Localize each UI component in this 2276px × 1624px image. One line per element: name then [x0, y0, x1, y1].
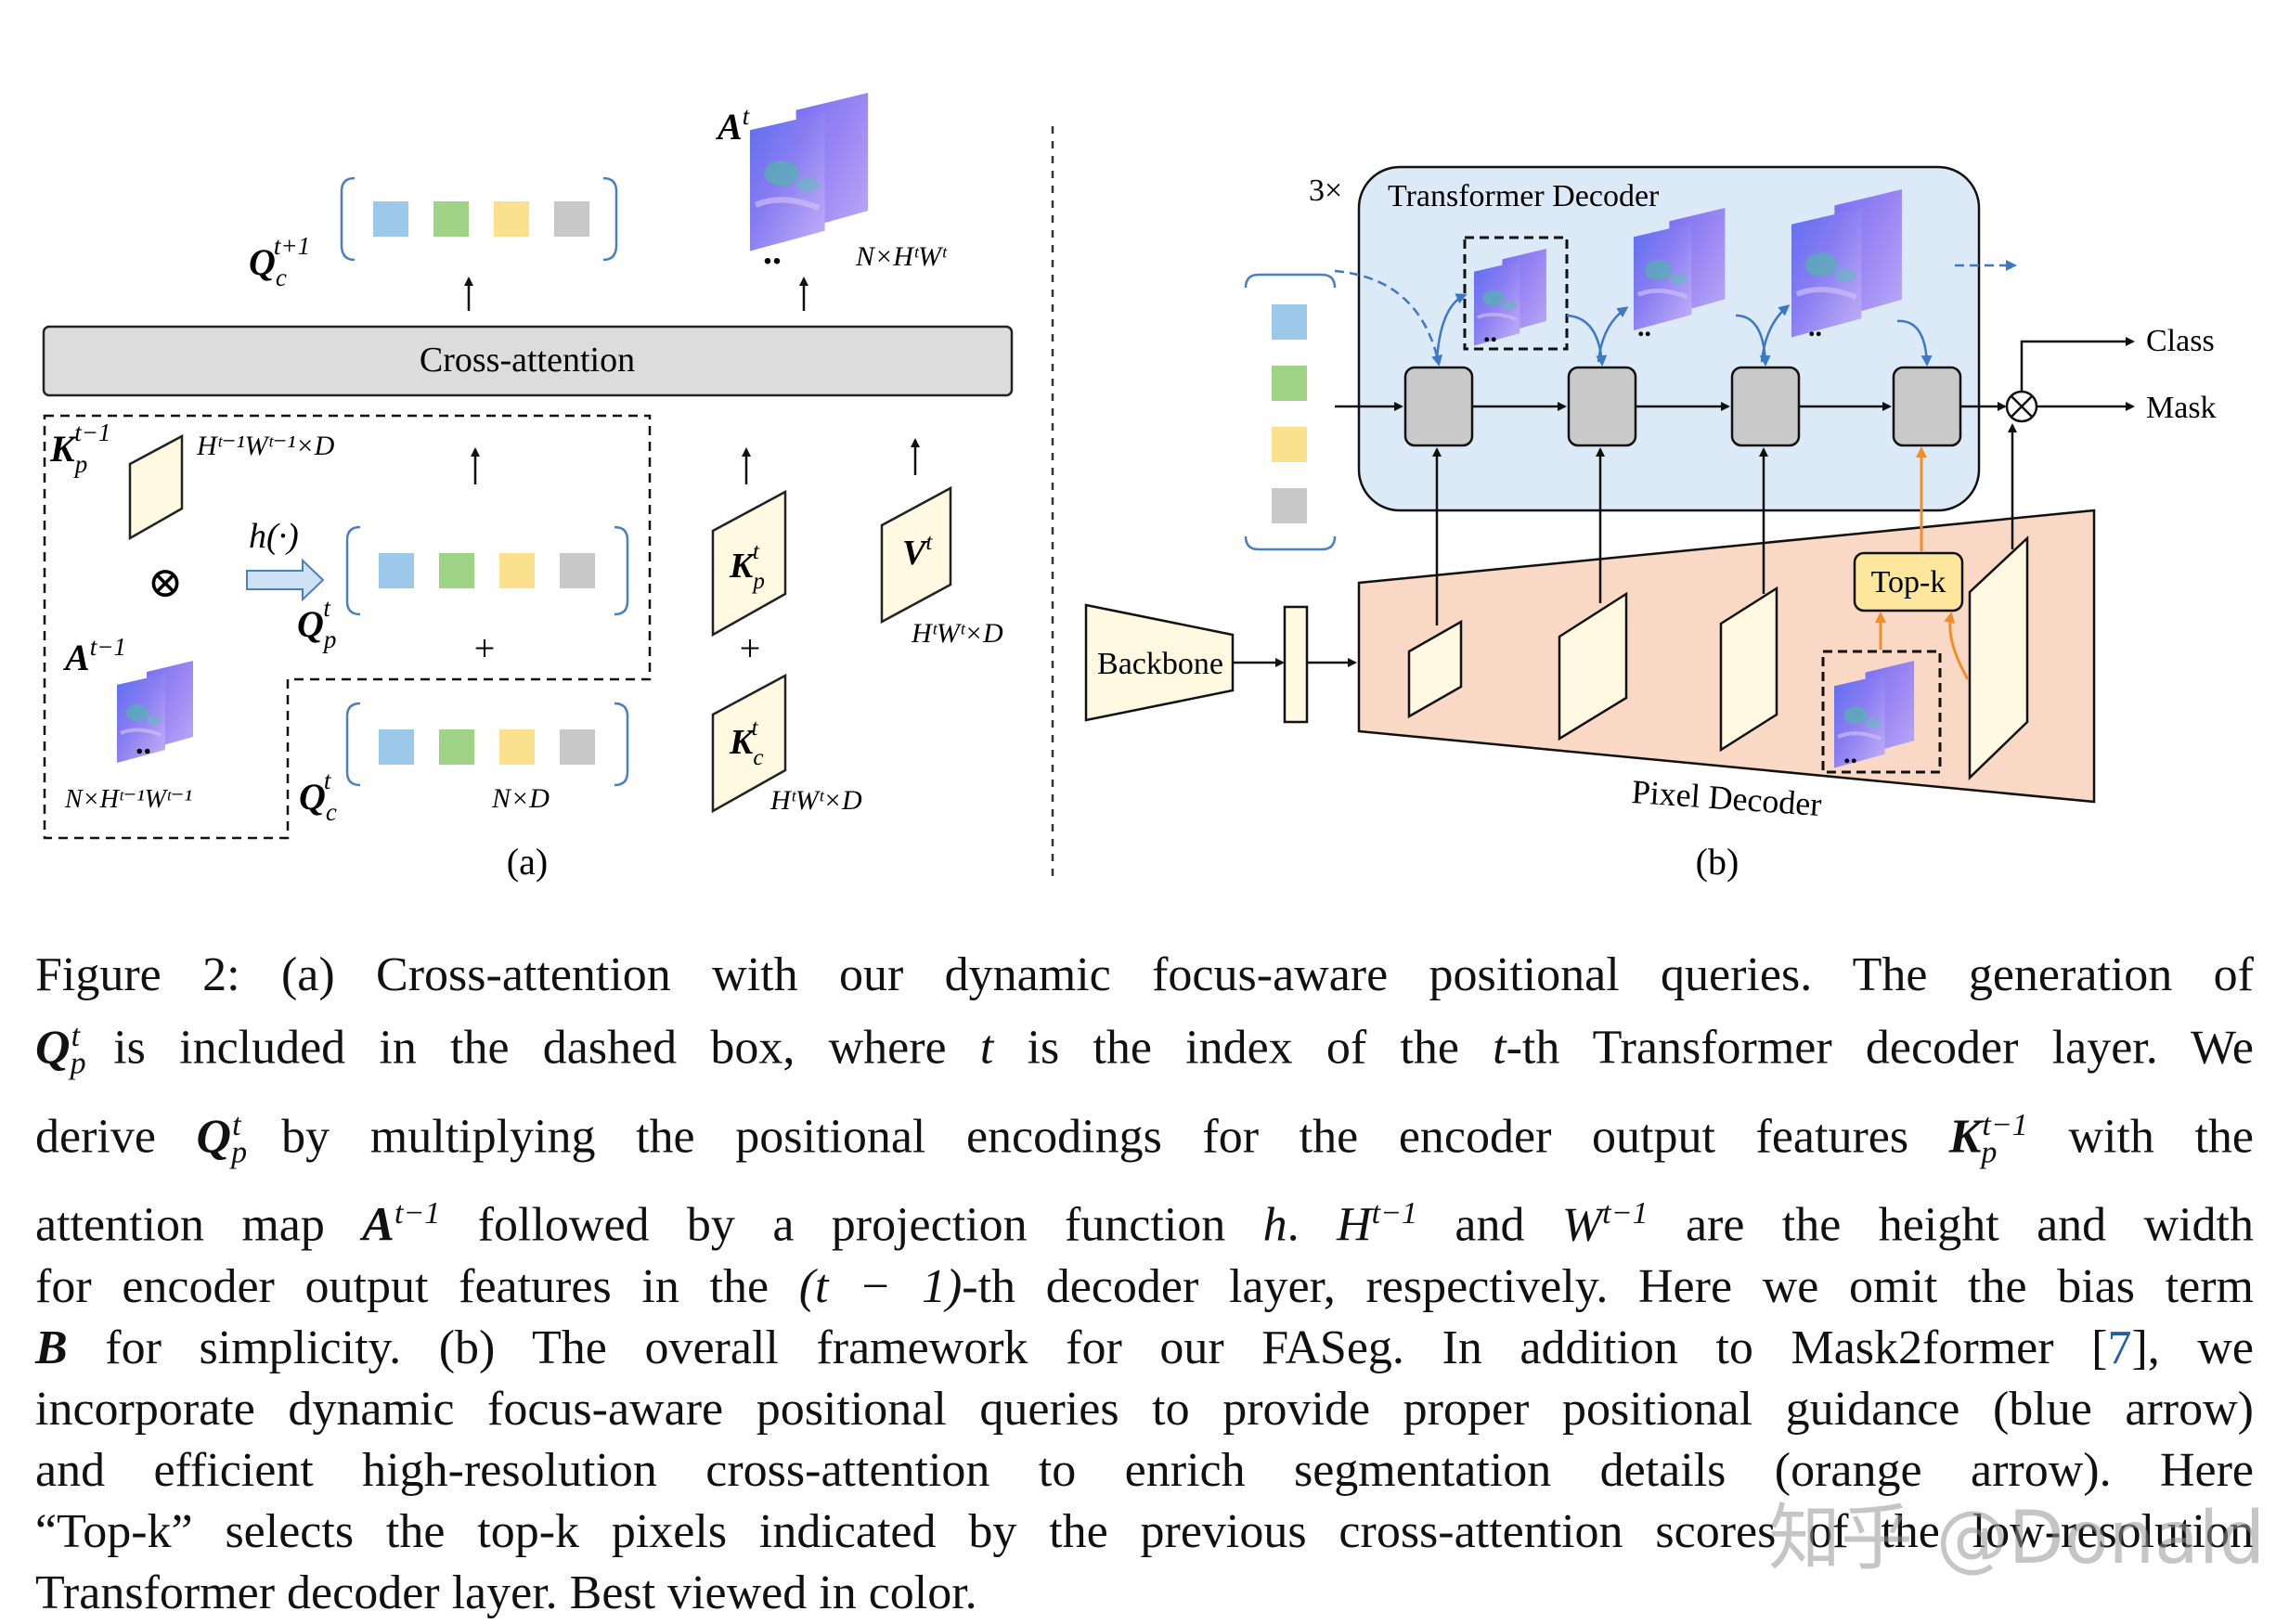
label-kp: Kpt [729, 539, 765, 594]
query-group-qc-next [340, 176, 618, 262]
panel-a: Qct+1 At .. N×HᵗWᵗ Cross-attention Kpt−1… [42, 93, 1014, 883]
decoder-layer-4 [1892, 366, 1962, 447]
topk-block [1853, 551, 1964, 612]
query-token-green [439, 729, 474, 765]
dashed-box-attention-map [1463, 236, 1569, 351]
feature-kc [711, 673, 787, 814]
caption-line-8: and efficient high-resolution cross-atte… [35, 1443, 2254, 1497]
mask-label: Mask [2146, 391, 2217, 425]
figure-caption: Figure 2: (a) Cross-attention with our d… [35, 945, 2254, 1624]
dots-at: .. [763, 230, 782, 272]
label-kp-prev: Kpt−1 [49, 419, 110, 478]
repeat-label: 3× [1309, 174, 1342, 208]
caption-line-6: B for simplicity. (b) The overall framew… [35, 1321, 2255, 1374]
decoder-layer-1 [1403, 366, 1474, 447]
query-token-yellow [499, 729, 535, 765]
otimes-a: ⊗ [148, 559, 184, 606]
attention-map-at [750, 93, 868, 251]
projection-arrow [246, 558, 325, 602]
panel-b-label: (b) [1696, 841, 1739, 883]
plus-kp-kc: + [740, 627, 761, 669]
query-token-gray [554, 201, 589, 237]
cross-attention-label: Cross-attention [420, 341, 635, 380]
caption-line-4: attention map At−1 followed by a project… [35, 1196, 2254, 1252]
figure-2-diagram: Qct+1 At .. N×HᵗWᵗ Cross-attention Kpt−1… [42, 0, 2217, 883]
label-kc: Kct [729, 715, 763, 770]
query-token-gray [1272, 488, 1307, 523]
query-token-blue [379, 553, 414, 588]
dots-layer-1: .. [1483, 317, 1497, 348]
dashed-box-qp-generation [43, 414, 652, 840]
cross-attention-block [42, 325, 1014, 397]
pixel-feature-2 [1558, 591, 1628, 741]
caption-line-9: “Top-k” selects the top-k pixels indicat… [35, 1504, 2254, 1558]
query-token-yellow [494, 201, 529, 237]
query-token-blue [373, 201, 408, 237]
label-at: At [715, 102, 751, 148]
caption-line-3: derive Qpt by multiplying the positional… [35, 1107, 2254, 1170]
attention-map-at-prev [115, 659, 195, 765]
label-h-func: h(·) [249, 517, 299, 556]
backbone-label: Backbone [1097, 647, 1223, 681]
pixel-feature-3 [1719, 586, 1778, 753]
decoder-layer-3 [1730, 366, 1801, 447]
shape-kp-prev: Hᵗ⁻¹Wᵗ⁻¹×D [196, 431, 335, 461]
dots-layer-2: .. [1637, 312, 1651, 342]
pixel-feature-1 [1407, 619, 1463, 719]
dots-layer-3: .. [1808, 312, 1822, 342]
query-token-blue [1272, 304, 1307, 340]
panel-b: Pixel Decoder Transformer Decoder 3× [1084, 165, 2217, 883]
watermark: 知乎 @Donald [1768, 1497, 2265, 1580]
shape-qc: N×D [491, 783, 550, 814]
stem-feature [1283, 605, 1309, 724]
pixel-feature-4 [1968, 535, 2029, 780]
decoder-layer-2 [1567, 366, 1637, 447]
query-group-qc [345, 702, 629, 787]
shape-at-prev: N×Hᵗ⁻¹Wᵗ⁻¹ [64, 785, 192, 814]
class-label: Class [2146, 324, 2215, 358]
label-at-prev: At−1 [62, 633, 126, 678]
citation-link[interactable]: 7 [2107, 1321, 2132, 1374]
label-qc-next: Qct+1 [249, 232, 310, 291]
label-qp: Qpt [297, 594, 336, 653]
shape-kc: HᵗWᵗ×D [769, 785, 862, 816]
feature-kp-prev [128, 433, 184, 541]
query-token-gray [560, 553, 595, 588]
feature-kp [711, 489, 787, 638]
query-token-yellow [1272, 427, 1307, 462]
panel-a-label: (a) [507, 841, 548, 883]
shape-at: N×HᵗWᵗ [855, 241, 948, 272]
label-qc: Qct [299, 767, 337, 826]
pixel-decoder-label: Pixel Decoder [1631, 773, 1823, 823]
query-token-yellow [499, 553, 535, 588]
transformer-decoder-label: Transformer Decoder [1388, 179, 1660, 213]
caption-line-1: Figure 2: (a) Cross-attention with our d… [35, 948, 2254, 1001]
shape-v: HᵗWᵗ×D [911, 618, 1003, 649]
caption-line-7: incorporate dynamic focus-aware position… [35, 1382, 2254, 1436]
query-group-vertical [1244, 273, 1337, 551]
feature-v [880, 485, 952, 625]
plus-qp-qc: + [474, 627, 496, 669]
query-token-green [1272, 366, 1307, 401]
dots-at-prev: .. [136, 727, 151, 761]
topk-label: Top-k [1871, 565, 1946, 599]
caption-line-10: Transformer decoder layer. Best viewed i… [35, 1566, 977, 1619]
query-token-gray [560, 729, 595, 765]
query-token-green [439, 553, 474, 588]
query-token-blue [379, 729, 414, 765]
caption-line-2: Qpt is included in the dashed box, where… [35, 1019, 2254, 1081]
query-group-qp [345, 525, 629, 616]
backbone-block [1084, 603, 1235, 722]
label-v: Vt [902, 530, 933, 573]
caption-line-5: for encoder output features in the (t − … [35, 1259, 2254, 1313]
query-token-green [433, 201, 469, 237]
dots-topk: .. [1843, 739, 1857, 769]
